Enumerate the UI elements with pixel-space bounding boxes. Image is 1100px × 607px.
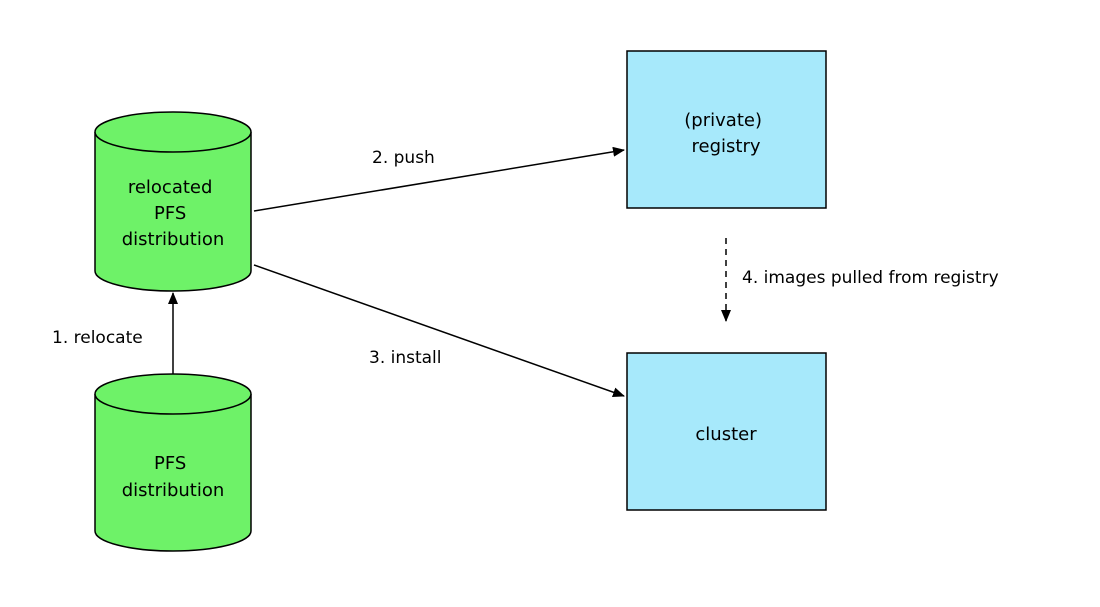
push-label: 2. push: [372, 148, 435, 168]
relocate-edge: 1. relocate: [52, 292, 178, 374]
push-edge: 2. push: [253, 146, 625, 212]
cluster-rect: [626, 352, 827, 511]
install-label: 3. install: [369, 348, 442, 368]
relocated-label-line-3: distribution: [122, 229, 225, 250]
svg-text:(private) registry: (private) registry: [684, 110, 767, 157]
original-distribution-cylinder[interactable]: PFS distribution: [94, 373, 252, 552]
registry-box[interactable]: (private) registry: [626, 50, 827, 209]
original-cylinder-top: [94, 373, 252, 415]
registry-label-line-2: registry: [692, 136, 761, 157]
svg-text:cluster: cluster: [695, 424, 757, 445]
registry-rect: [626, 50, 827, 209]
original-label-line-2: distribution: [122, 480, 225, 501]
pull-label: 4. images pulled from registry: [742, 268, 999, 288]
relocate-label: 1. relocate: [52, 328, 143, 348]
install-edge: 3. install: [253, 264, 625, 398]
pull-edge: 4. images pulled from registry: [721, 238, 999, 322]
install-arrow: [253, 264, 625, 398]
push-arrow: [253, 146, 625, 212]
cluster-box[interactable]: cluster: [626, 352, 827, 511]
original-label-line-1: PFS: [154, 453, 186, 474]
relocated-distribution-cylinder[interactable]: relocated PFS distribution: [94, 111, 252, 292]
registry-label-line-1: (private): [684, 110, 762, 131]
svg-text:relocated PFS dist: relocated PFS distribution: [122, 177, 225, 250]
relocated-label-line-2: PFS: [154, 203, 186, 224]
relocated-cylinder-body: [94, 132, 252, 292]
relocated-cylinder-top: [94, 111, 252, 153]
original-cylinder-body: [94, 394, 252, 552]
relocated-label-line-1: relocated: [128, 177, 213, 198]
cluster-label: cluster: [695, 424, 757, 445]
svg-text:PFS distribution: PFS distribution: [122, 453, 225, 501]
